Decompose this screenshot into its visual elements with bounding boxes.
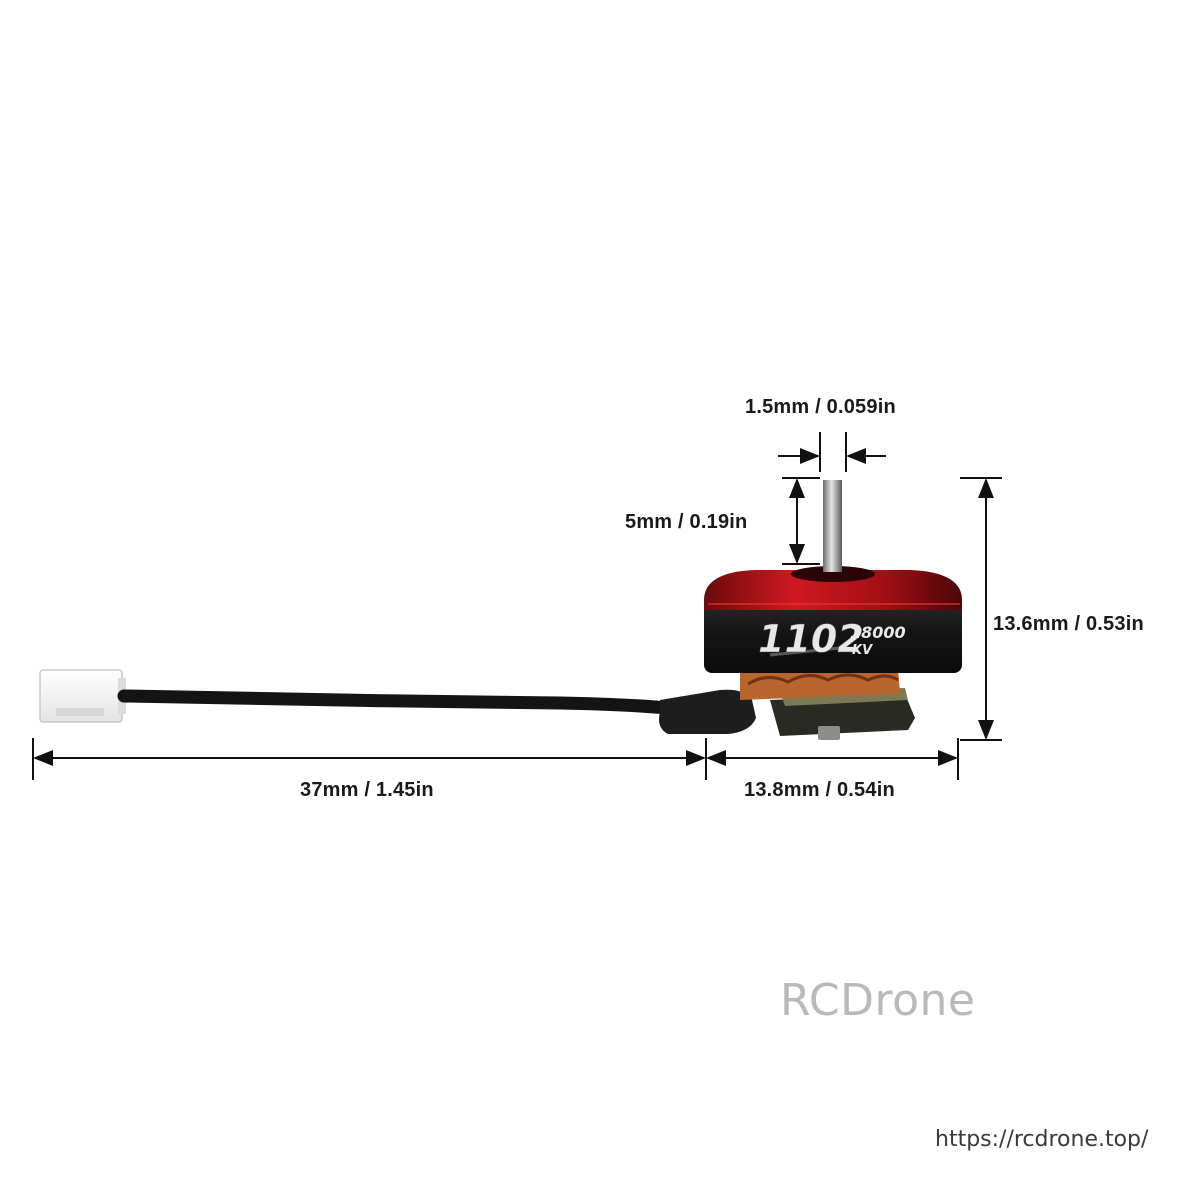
- brand-watermark: RCDrone: [780, 975, 976, 1026]
- motor-kv-unit-label: KV: [852, 643, 873, 658]
- motor-model-label: 1102: [758, 617, 864, 661]
- jst-connector: [39, 669, 126, 723]
- heat-shrink: [659, 689, 756, 734]
- motor-cable: [117, 689, 675, 715]
- motor-base: [770, 688, 915, 740]
- motor-body: [704, 566, 962, 673]
- motor-height-label: 13.6mm / 0.53in: [993, 613, 1144, 635]
- site-url: https://rcdrone.top/: [935, 1127, 1149, 1152]
- dimension-lines: [32, 432, 1002, 780]
- shaft-length-label: 5mm / 0.19in: [625, 511, 748, 533]
- motor-shaft: [823, 480, 842, 572]
- cable-length-label: 37mm / 1.45in: [300, 779, 434, 801]
- shaft-diameter-label: 1.5mm / 0.059in: [745, 396, 896, 418]
- motor-width-label: 13.8mm / 0.54in: [744, 779, 895, 801]
- motor-kv-value-label: 18000: [850, 623, 906, 642]
